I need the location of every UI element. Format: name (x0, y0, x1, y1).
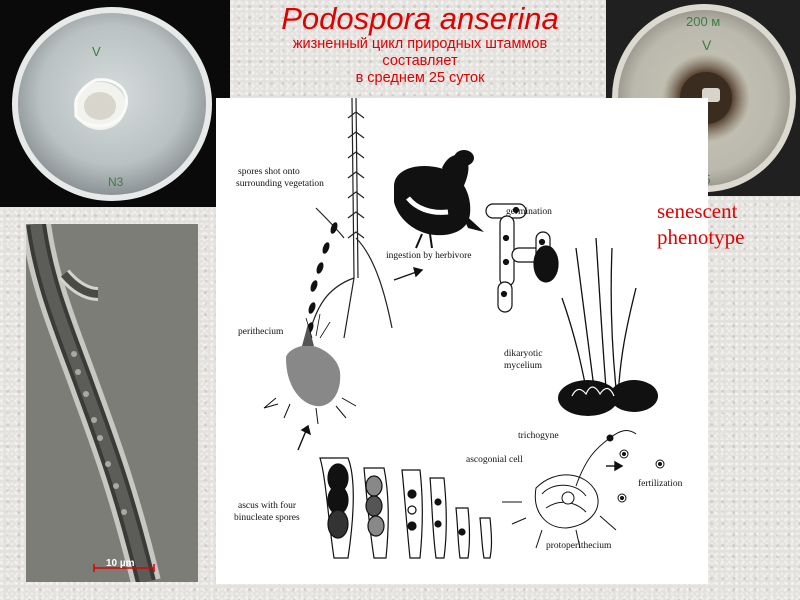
dish-marking-roman: V (702, 37, 712, 53)
label-trichogyne: trichogyne (518, 431, 559, 441)
cycle-arrows (297, 267, 624, 472)
senescent-label-line: phenotype (657, 225, 745, 249)
label-ingestion: ingestion by herbivore (386, 251, 471, 261)
grass-stalk-illustration (307, 97, 393, 339)
dish-marking: 200 м (686, 14, 720, 29)
label-ascus-line2: binucleate spores (234, 513, 300, 523)
hypha-micrograph: 10 µm (26, 224, 198, 582)
label-ascogonial-cell: ascogonial cell (466, 455, 523, 465)
petri-dish-young-photo: V N3 (0, 0, 230, 207)
germinating-spores-illustration (485, 203, 559, 313)
dish-number: N3 (108, 175, 124, 189)
title-block: Podospora anserina жизненный цикл природ… (232, 2, 608, 87)
perithecium-illustration (263, 313, 357, 425)
label-dikaryotic: dikaryotic (504, 349, 543, 359)
dikaryotic-mycelium-illustration (558, 237, 658, 416)
label-protoperithecium: protoperithecium (546, 541, 612, 551)
subtitle-line: в среднем 25 суток (355, 70, 485, 86)
goose-illustration (394, 150, 484, 249)
label-fertilization: fertilization (638, 478, 683, 489)
scale-bar-label: 10 µm (106, 558, 135, 569)
label-spores-shot-line2: surrounding vegetation (236, 179, 324, 189)
label-spores-shot: spores shot onto (238, 167, 300, 177)
subtitle-line: жизненный цикл природных штаммов (292, 36, 548, 52)
life-cycle-diagram: spores shot onto surrounding vegetation … (216, 97, 708, 584)
asci-illustration (319, 457, 493, 559)
flying-spores (306, 222, 338, 334)
page-subtitle: жизненный цикл природных штаммов составл… (232, 36, 608, 87)
senescent-label-line: senescent (657, 199, 738, 223)
dish-marking-roman: V (92, 44, 101, 59)
senescent-phenotype-label: senescent phenotype (657, 198, 744, 250)
protoperithecium-illustration (502, 430, 665, 549)
label-germination: germination (506, 207, 552, 217)
page-title: Podospora anserina (281, 1, 559, 36)
label-perithecium: perithecium (238, 327, 284, 337)
petri-dish-young-graphic: V N3 (0, 0, 230, 207)
label-ascus: ascus with four (238, 500, 297, 511)
young-colony (74, 78, 129, 130)
label-dikaryotic-line2: mycelium (504, 361, 543, 371)
hypha-micrograph-graphic: 10 µm (26, 224, 198, 582)
life-cycle-graphic: spores shot onto surrounding vegetation … (234, 97, 683, 559)
subtitle-line: составляет (382, 53, 458, 69)
